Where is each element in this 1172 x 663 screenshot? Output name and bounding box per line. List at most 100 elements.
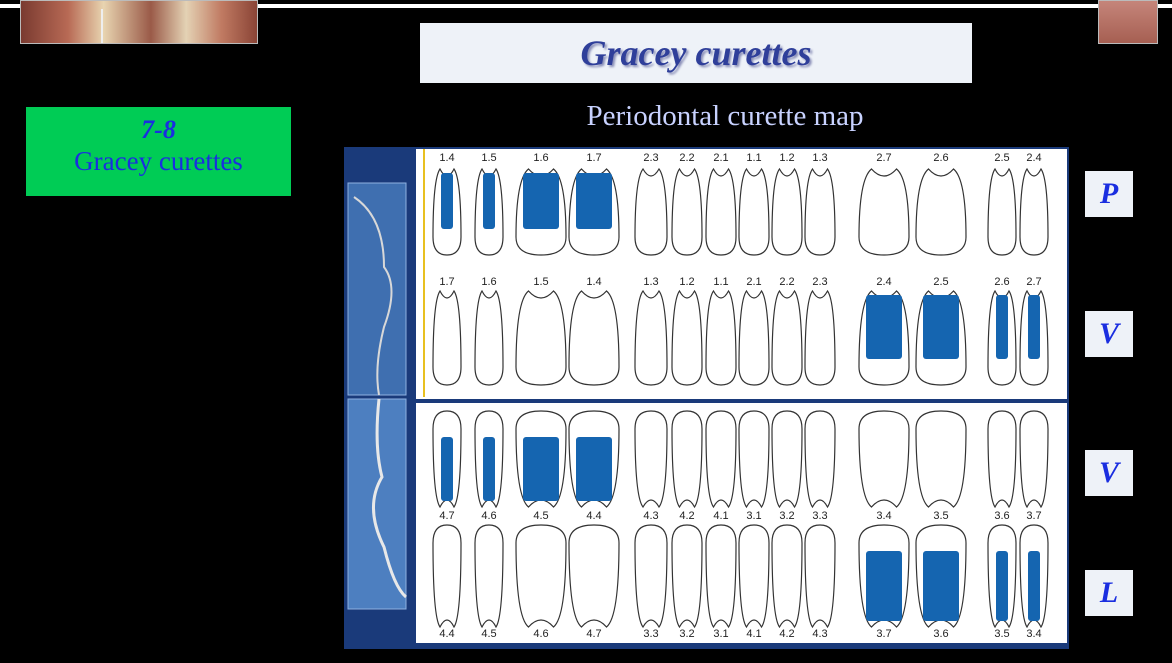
instrument-number: 7-8: [26, 115, 291, 145]
highlighted-surface: [866, 551, 902, 621]
tooth-number-label: 4.7: [586, 628, 601, 640]
tooth-number-label: 4.6: [533, 628, 548, 640]
tooth-outline: [516, 291, 566, 385]
tooth-outline: [433, 291, 461, 385]
tooth-outline: [635, 411, 667, 507]
tooth-outline: [706, 169, 736, 255]
tooth-outline: [916, 169, 966, 255]
tooth-outline: [772, 411, 802, 507]
highlighted-surface: [523, 173, 559, 229]
tooth-outline: [433, 525, 461, 627]
tooth-number-label: 4.5: [533, 510, 548, 522]
tooth-outline: [739, 411, 769, 507]
highlighted-surface: [576, 437, 612, 501]
tooth-number-label: 1.5: [481, 152, 496, 164]
tooth-number-label: 2.6: [994, 276, 1009, 288]
tooth-number-label: 4.2: [679, 510, 694, 522]
tooth-number-label: 4.4: [586, 510, 601, 522]
tooth-number-label: 1.6: [481, 276, 496, 288]
tooth-number-label: 3.2: [679, 628, 694, 640]
tooth-number-label: 3.2: [779, 510, 794, 522]
title-banner: Gracey curettes: [420, 23, 972, 83]
tooth-number-label: 3.3: [812, 510, 827, 522]
tooth-number-label: 1.3: [643, 276, 658, 288]
tooth-number-label: 3.6: [994, 510, 1009, 522]
tooth-number-label: 2.4: [1026, 152, 1041, 164]
tooth-outline: [569, 291, 619, 385]
tooth-outline: [772, 525, 802, 627]
tooth-number-label: 2.4: [876, 276, 891, 288]
tooth-outline: [569, 525, 619, 627]
tooth-number-label: 4.4: [439, 628, 454, 640]
tooth-outline: [516, 525, 566, 627]
highlighted-surface: [441, 173, 453, 229]
tooth-number-label: 3.4: [876, 510, 891, 522]
tooth-outline: [475, 291, 503, 385]
tooth-number-label: 4.3: [643, 510, 658, 522]
tooth-number-label: 2.5: [994, 152, 1009, 164]
tooth-outline: [1020, 169, 1048, 255]
highlighted-surface: [866, 295, 902, 359]
tooth-outline: [739, 169, 769, 255]
side-label-v-upper: V: [1085, 311, 1133, 357]
highlighted-surface: [1028, 551, 1040, 621]
highlighted-surface: [523, 437, 559, 501]
tooth-number-label: 2.7: [1026, 276, 1041, 288]
highlighted-surface: [1028, 295, 1040, 359]
tooth-outline: [988, 169, 1016, 255]
tooth-number-label: 3.3: [643, 628, 658, 640]
side-label-v-lower: V: [1085, 450, 1133, 496]
tooth-outline: [475, 525, 503, 627]
tooth-outline: [805, 411, 835, 507]
tooth-outline: [805, 169, 835, 255]
tooth-number-label: 2.2: [779, 276, 794, 288]
tooth-outline: [772, 291, 802, 385]
tooth-outline: [672, 169, 702, 255]
tooth-number-label: 1.2: [679, 276, 694, 288]
tooth-outline: [805, 291, 835, 385]
tooth-number-label: 3.6: [933, 628, 948, 640]
tooth-number-label: 2.6: [933, 152, 948, 164]
tooth-number-label: 4.7: [439, 510, 454, 522]
tooth-number-label: 3.7: [876, 628, 891, 640]
instrument-box: 7-8 Gracey curettes: [26, 107, 291, 196]
curette-map-chart: 1.4 1.5 1.6 1.7 2.3 2.2 2.1 1.1 1.2 1.3 2.7 2.6 2.5 2…: [344, 147, 1069, 649]
tooth-number-label: 3.4: [1026, 628, 1041, 640]
tooth-number-label: 1.1: [746, 152, 761, 164]
tooth-outline: [672, 291, 702, 385]
tooth-number-label: 1.7: [439, 276, 454, 288]
tooth-number-label: 2.1: [713, 152, 728, 164]
tooth-number-label: 4.2: [779, 628, 794, 640]
tooth-outline: [916, 411, 966, 507]
tooth-outline: [772, 169, 802, 255]
tooth-number-label: 1.3: [812, 152, 827, 164]
tooth-outline: [672, 411, 702, 507]
side-label-l: L: [1085, 570, 1133, 616]
tooth-outline: [739, 291, 769, 385]
tooth-number-label: 1.4: [586, 276, 601, 288]
slide-subtitle: Periodontal curette map: [500, 100, 950, 133]
tooth-outline: [859, 169, 909, 255]
tooth-number-label: 1.7: [586, 152, 601, 164]
highlighted-surface: [483, 437, 495, 501]
tooth-number-label: 4.5: [481, 628, 496, 640]
tooth-number-label: 3.1: [746, 510, 761, 522]
highlighted-surface: [996, 295, 1008, 359]
tooth-number-label: 3.5: [994, 628, 1009, 640]
tooth-number-label: 2.3: [643, 152, 658, 164]
tooth-number-label: 3.5: [933, 510, 948, 522]
tooth-number-label: 1.2: [779, 152, 794, 164]
tooth-number-label: 1.5: [533, 276, 548, 288]
tooth-outline: [635, 525, 667, 627]
tooth-outline: [706, 525, 736, 627]
tooth-outline: [706, 291, 736, 385]
slide-title: Gracey curettes: [581, 32, 812, 74]
tooth-outline: [988, 411, 1016, 507]
highlighted-surface: [996, 551, 1008, 621]
tooth-number-label: 4.3: [812, 628, 827, 640]
tooth-number-label: 4.6: [481, 510, 496, 522]
instrument-name: Gracey curettes: [26, 145, 291, 177]
tooth-number-label: 2.2: [679, 152, 694, 164]
highlighted-surface: [923, 551, 959, 621]
tooth-number-label: 2.1: [746, 276, 761, 288]
